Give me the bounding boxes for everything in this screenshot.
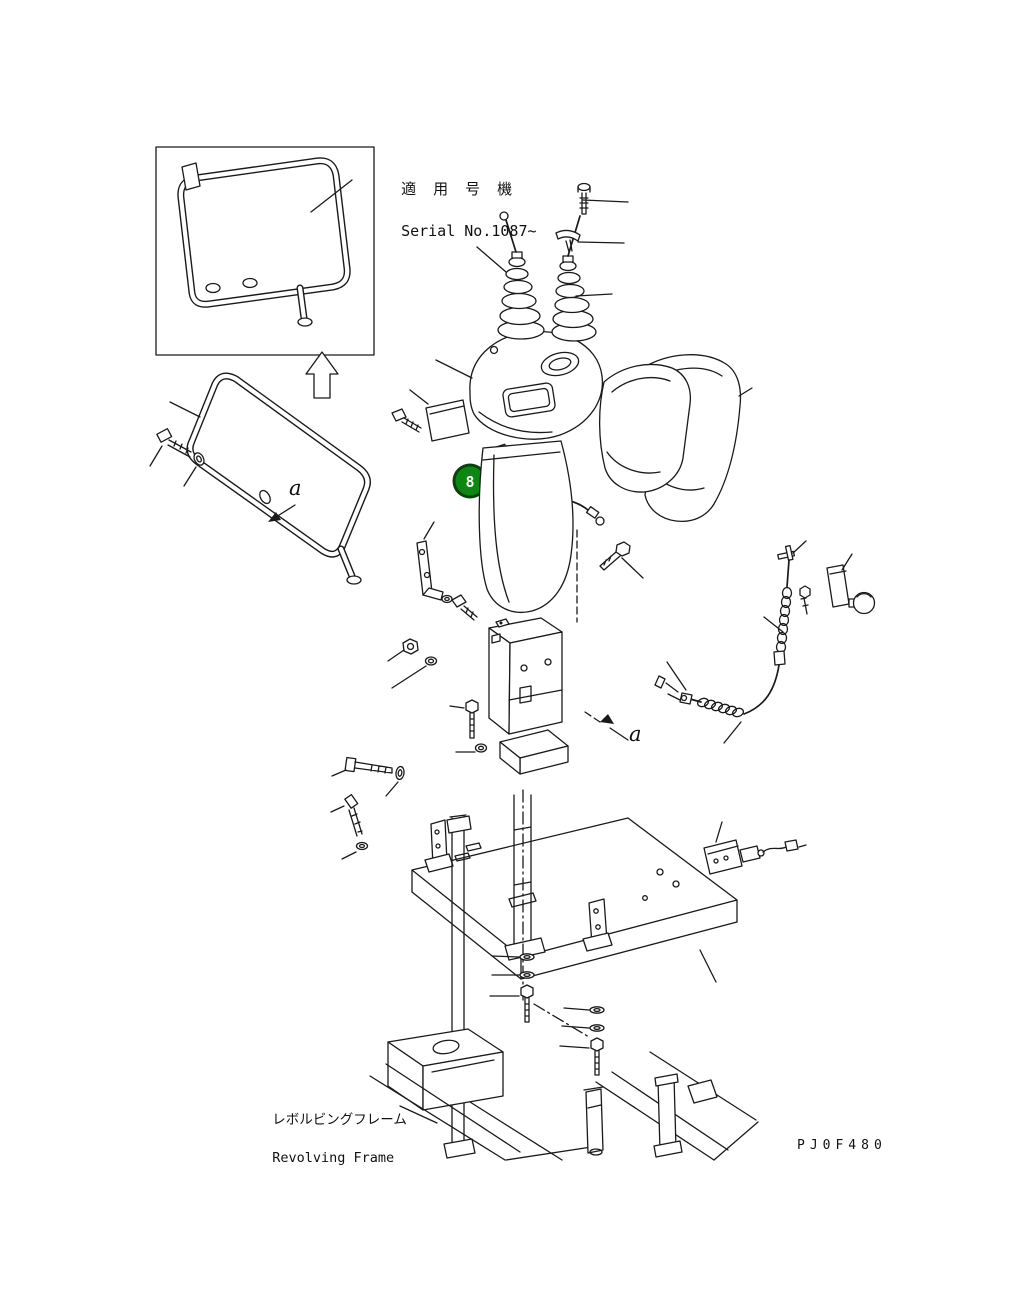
washers-and-bolts-under-plate [489,953,605,1076]
leader-lines [435,199,629,379]
section-arrow-a-right [584,711,629,741]
lever-handle-part [555,229,581,253]
drawing-code: PJ0F480 [797,1138,887,1153]
console-lower-cover [478,440,644,623]
nut-and-washer [387,638,438,689]
cover-plate-and-screw-left [391,389,470,442]
console-side-covers [598,354,753,523]
mount-bracket [488,617,569,775]
callout-8[interactable]: 8 [452,457,504,499]
strap-bracket [416,521,478,621]
inset-tab [181,162,201,191]
revolving-frame-label: レボルビングフレーム Revolving Frame [256,1092,407,1168]
serial-label-jp: 適 用 号 機 [401,180,517,198]
bolt-right [599,541,644,579]
control-cable-assembly [654,540,876,744]
callout-disc [455,466,485,496]
solenoid-valve [703,821,807,875]
lever-boot-right [551,255,597,342]
lever-bolt-top [577,182,591,215]
serial-note: 適 用 号 機 Serial No.1087~ [383,158,537,242]
plate-bracket-rear [582,898,613,952]
callout-number: 8 [465,473,474,491]
support-channel [504,789,546,1001]
floor-plate [411,817,738,983]
section-arrow-a-left [268,504,296,522]
bolt-and-washer-left [149,428,205,487]
control-console-assembly [469,182,604,440]
revolving-frame [369,814,759,1161]
frame-label-en: Revolving Frame [272,1150,395,1166]
cover-front [598,363,692,493]
control-knob [848,591,876,615]
lever-boot-left [497,251,545,340]
bolts-mid-left [330,699,488,860]
frame-label-jp: レボルビングフレーム [272,1112,407,1128]
direction-up-arrow [305,351,339,399]
control-lever-left [505,219,517,253]
guard-frame [169,372,371,585]
serial-label-en: Serial No.1087~ [401,222,537,240]
plate-bracket-front [424,819,454,873]
section-label-a-right: a [629,722,642,746]
inset-detail-box [155,146,375,356]
section-label-a-left: a [289,476,302,500]
